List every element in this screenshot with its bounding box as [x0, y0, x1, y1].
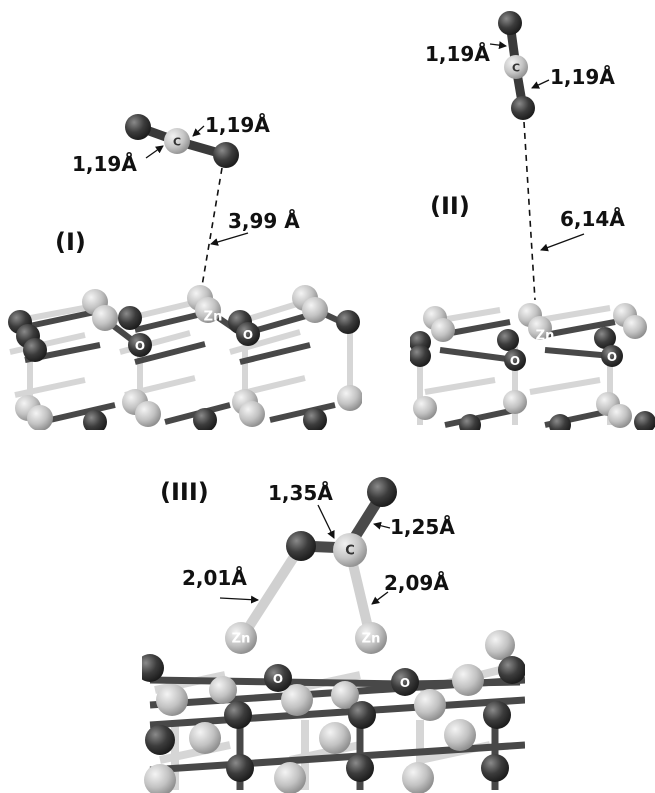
- panel-3-bond-c-zn-label: 2,09Å: [384, 571, 449, 595]
- panel-1-o-label: O: [243, 328, 253, 342]
- panel-3-label: (III): [160, 478, 209, 506]
- panel-2-distance-line: [523, 121, 536, 301]
- panel-3-o-label: O: [400, 676, 410, 690]
- panel-1-distance-line: [201, 167, 223, 287]
- panel-1-bond-left-label: 1,19Å: [72, 152, 137, 176]
- panel-2-o-label: O: [510, 354, 520, 368]
- panel-2-distance-label: 6,14Å: [560, 207, 625, 231]
- oxygen-atom: [391, 668, 419, 696]
- panel-2-label: (II): [430, 192, 470, 220]
- panel-3-zn-label: Zn: [362, 632, 381, 647]
- panel-2-bond-top-label: 1,19Å: [425, 42, 490, 66]
- panel-2-co2-molecule: C: [498, 11, 535, 120]
- annotation-arrow: [540, 233, 585, 252]
- oxygen-atom: [367, 477, 397, 507]
- annotation-arrow: [192, 125, 205, 137]
- panel-2-zno-surface: Zn O O: [410, 303, 655, 430]
- annotation-arrow: [531, 79, 550, 89]
- panel-3: (III) C 1,35Å 1,25Å 2,01Å 2,09Å: [142, 477, 525, 793]
- annotation-arrow: [371, 591, 389, 605]
- annotation-arrow: [489, 41, 507, 50]
- oxygen-atom: [511, 96, 535, 120]
- panel-3-zno-surface: Zn Zn O O: [142, 622, 525, 793]
- carbon-atom-label: C: [173, 136, 181, 149]
- oxygen-atom: [213, 142, 239, 168]
- panel-1-label: (I): [55, 228, 86, 256]
- oxygen-atom: [286, 531, 316, 561]
- annotation-arrow: [145, 145, 164, 159]
- panel-3-o-label: O: [273, 672, 283, 686]
- panel-2-zn-label: Zn: [536, 329, 555, 344]
- carbon-atom-label: C: [512, 62, 520, 75]
- carbon-atom: [333, 533, 367, 567]
- panel-1-zno-surface: Zn O O: [8, 285, 362, 430]
- panel-1-o-label: O: [135, 339, 145, 353]
- annotation-arrow: [373, 521, 391, 530]
- panel-2: (II) C 1,19Å 1,19Å 6,14Å: [410, 11, 655, 430]
- panel-3-bond-c-o-free-label: 1,25Å: [390, 515, 455, 539]
- oxygen-atom: [498, 11, 522, 35]
- annotation-arrow: [210, 232, 249, 246]
- annotation-arrow: [317, 504, 335, 539]
- zinc-atom: [225, 622, 257, 654]
- panel-1-bond-right-label: 1,19Å: [205, 113, 270, 137]
- carbon-atom-label: C: [345, 544, 355, 559]
- zinc-atom: [355, 622, 387, 654]
- oxygen-atom: [264, 664, 292, 692]
- carbon-atom: [164, 128, 190, 154]
- panel-1-co2-molecule: C: [125, 114, 239, 168]
- carbon-atom: [504, 55, 528, 79]
- panel-3-bond-o-zn-label: 2,01Å: [182, 566, 247, 590]
- panel-1-zn-label: Zn: [204, 310, 223, 325]
- panel-3-bond-c-o-upper-label: 1,35Å: [268, 481, 333, 505]
- panel-2-o-label: O: [607, 350, 617, 364]
- annotation-arrow: [219, 595, 259, 604]
- panel-1: (I) C 1,19Å 1,19Å 3,99 Å: [8, 113, 362, 430]
- panel-1-distance-label: 3,99 Å: [228, 209, 300, 233]
- panel-2-bond-bottom-label: 1,19Å: [550, 65, 615, 89]
- oxygen-atom: [125, 114, 151, 140]
- panel-3-zn-label: Zn: [232, 632, 251, 647]
